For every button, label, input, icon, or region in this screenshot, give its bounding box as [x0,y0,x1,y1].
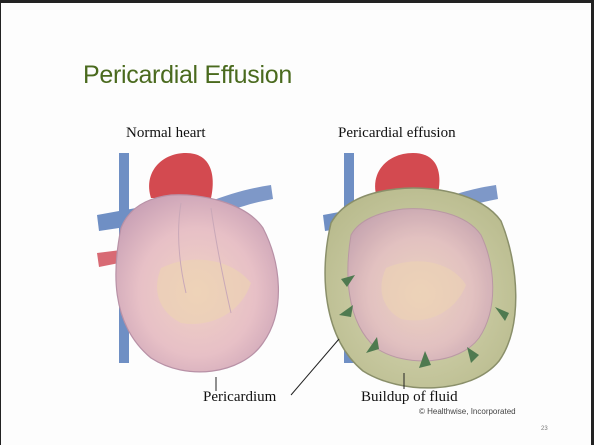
pericardium-leader-right [291,339,339,395]
heart-illustration [1,3,594,448]
fluid-label: Buildup of fluid [361,389,458,406]
aorta-left [149,153,213,198]
image-credit: © Healthwise, Incorporated [419,407,516,416]
pericardium-label: Pericardium [203,389,276,406]
normal-heart [97,153,278,372]
page-number: 23 [541,426,548,432]
effusion-heart [323,153,516,388]
